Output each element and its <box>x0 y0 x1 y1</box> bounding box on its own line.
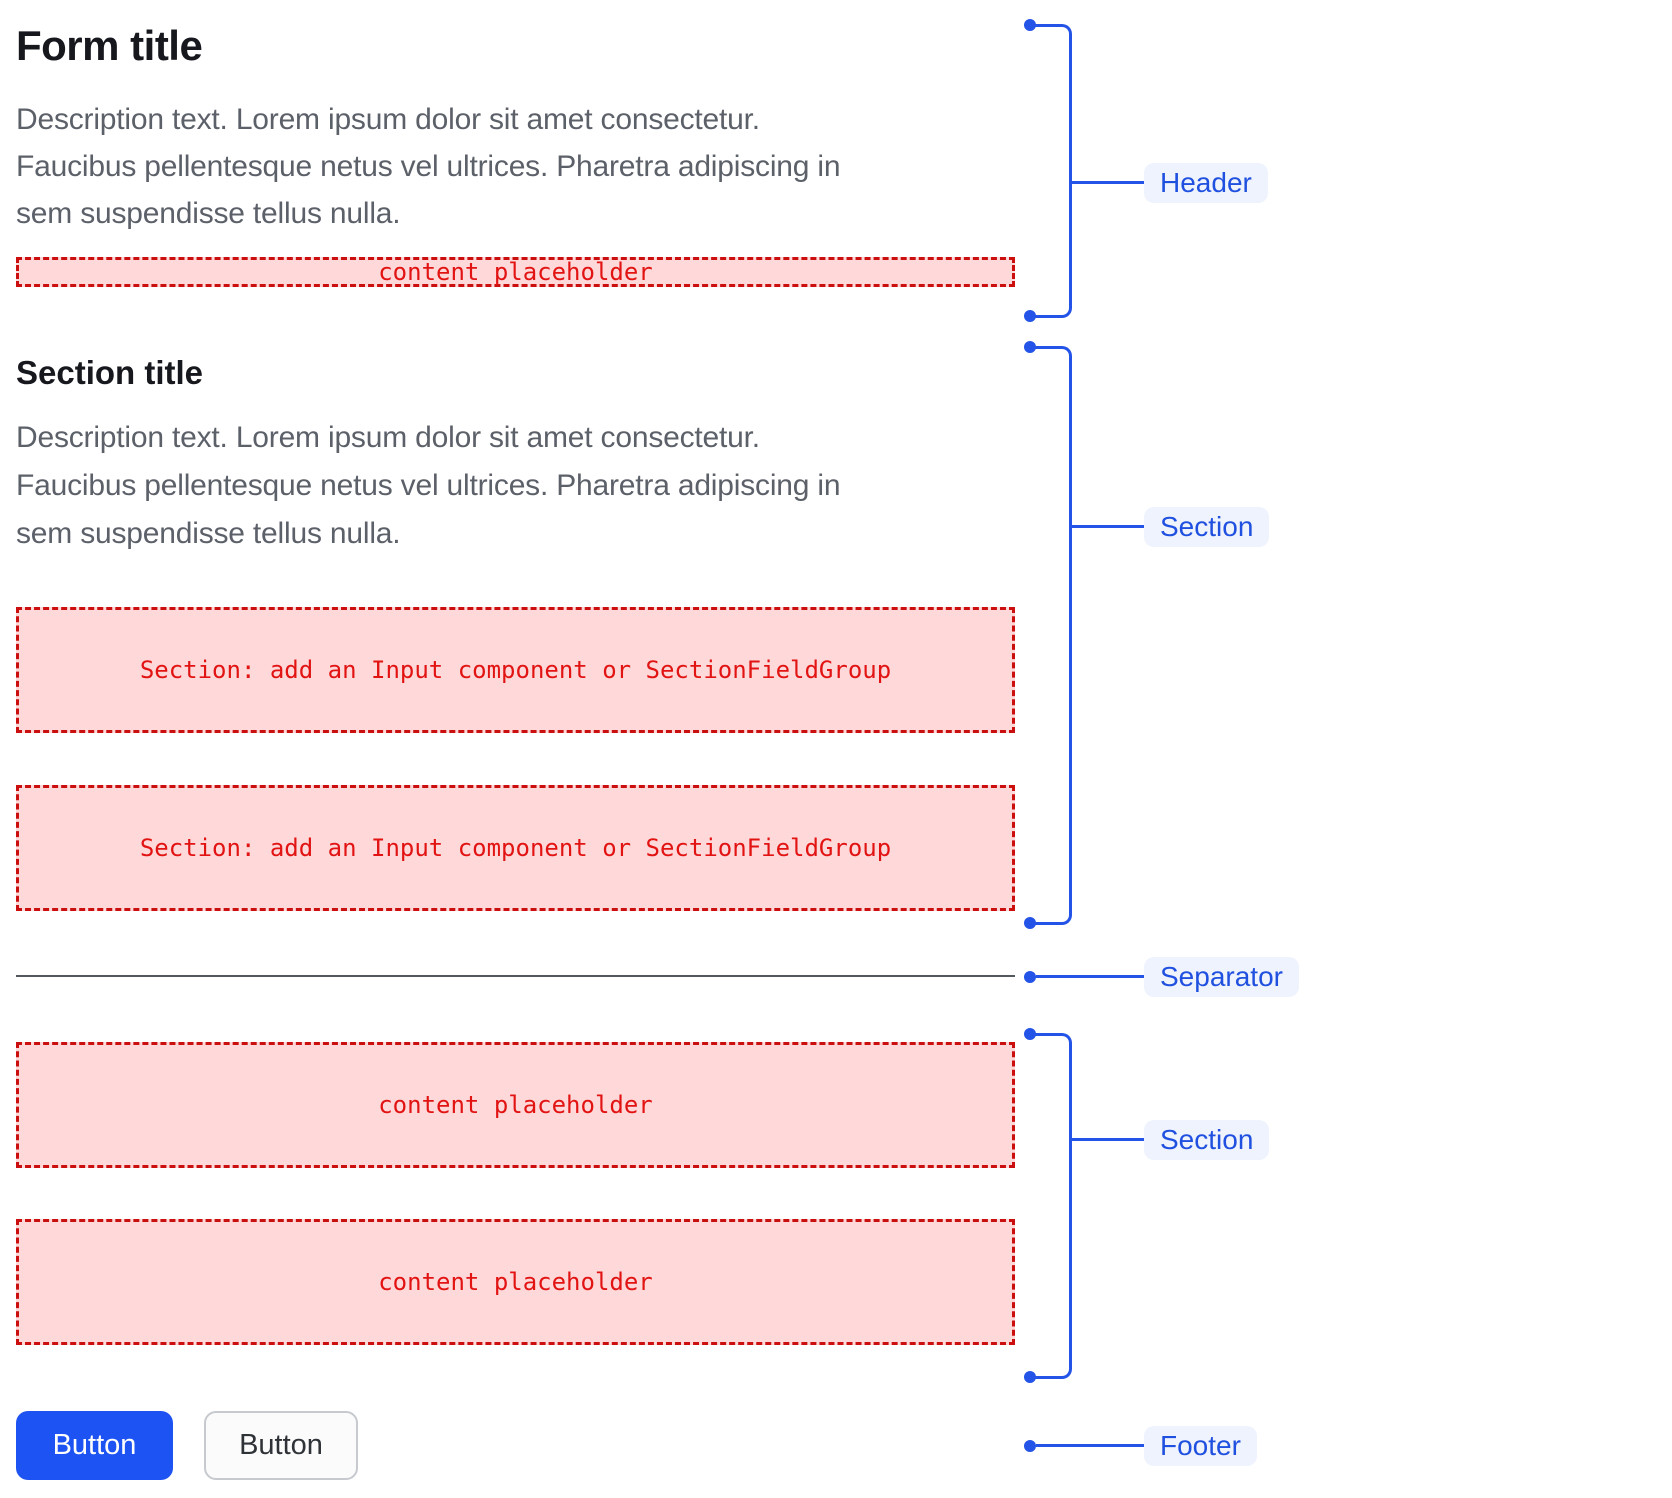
separator <box>16 975 1015 977</box>
section-description-line: Description text. Lorem ipsum dolor sit … <box>16 421 760 454</box>
annotation-dot <box>1024 971 1036 983</box>
section-title: Section title <box>16 354 204 391</box>
separator-annotation-label: Separator <box>1144 957 1299 997</box>
section-input-placeholder: Section: add an Input component or Secti… <box>16 607 1015 733</box>
form-title: Form title <box>16 22 203 69</box>
secondary-button[interactable]: Button <box>204 1411 358 1480</box>
annotation-dot <box>1024 917 1036 929</box>
section-bottom-label-connector <box>1072 1138 1144 1141</box>
content-placeholder: content placeholder <box>16 1042 1015 1168</box>
header-bracket <box>1030 24 1072 318</box>
header-annotation-label: Header <box>1144 163 1268 203</box>
form-description-line: Description text. Lorem ipsum dolor sit … <box>16 103 760 136</box>
header-label-connector <box>1072 181 1144 184</box>
footer-annotation-label: Footer <box>1144 1426 1257 1466</box>
annotation-dot <box>1024 1440 1036 1452</box>
annotation-dot <box>1024 341 1036 353</box>
section-top-label-connector <box>1072 525 1144 528</box>
separator-label-connector <box>1036 975 1144 978</box>
section-description: Description text. Lorem ipsum dolor sit … <box>16 414 841 558</box>
annotation-dot <box>1024 1028 1036 1040</box>
section-top-bracket <box>1030 346 1072 925</box>
annotation-dot <box>1024 310 1036 322</box>
section-bottom-bracket <box>1030 1033 1072 1379</box>
content-placeholder: content placeholder <box>16 1219 1015 1345</box>
section-bottom-annotation-label: Section <box>1144 1120 1270 1160</box>
section-description-line: Faucibus pellentesque netus vel ultrices… <box>16 469 841 502</box>
form-description-line: sem suspendisse tellus nulla. <box>16 197 401 230</box>
form-description: Description text. Lorem ipsum dolor sit … <box>16 96 841 237</box>
form-description-line: Faucibus pellentesque netus vel ultrices… <box>16 150 841 183</box>
header-content-placeholder: content placeholder <box>16 257 1015 287</box>
primary-button[interactable]: Button <box>16 1411 173 1480</box>
section-input-placeholder: Section: add an Input component or Secti… <box>16 785 1015 911</box>
annotation-dot <box>1024 19 1036 31</box>
section-description-line: sem suspendisse tellus nulla. <box>16 517 401 550</box>
annotation-dot <box>1024 1371 1036 1383</box>
footer-label-connector <box>1036 1444 1144 1447</box>
section-top-annotation-label: Section <box>1144 507 1270 547</box>
